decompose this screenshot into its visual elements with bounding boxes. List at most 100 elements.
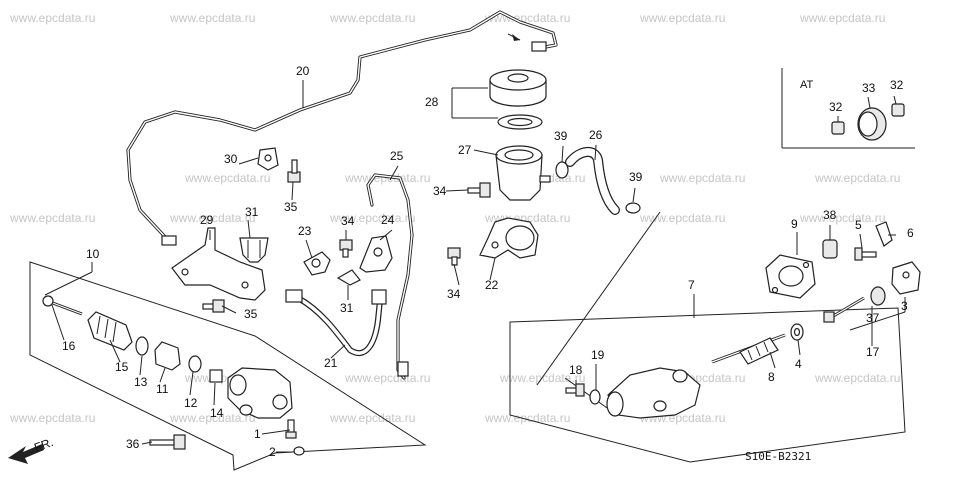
watermark-24: www.epcdata.ru (329, 411, 415, 425)
leader-line-40 (797, 339, 801, 356)
leader-line-4 (139, 355, 143, 376)
watermark-layer: www.epcdata.ru www.epcdata.ru www.epcdata.… (9, 11, 900, 425)
callout-34-35: 34 (433, 184, 447, 198)
callout-14-13: 14 (210, 406, 224, 420)
callout-2-1: 2 (269, 445, 276, 459)
watermark-16: www.epcdata.ru (799, 211, 885, 225)
callout-18-17: 18 (569, 363, 583, 377)
watermark-10: www.epcdata.ru (814, 171, 900, 185)
ring-13 (135, 336, 149, 356)
callout-25-24: 25 (390, 149, 404, 163)
watermark-6: www.epcdata.ru (184, 171, 270, 185)
clip-31-upper (239, 237, 269, 263)
leader-line-36 (859, 233, 863, 249)
leader-line-21 (379, 229, 393, 241)
watermark-5: www.epcdata.ru (799, 11, 885, 25)
at-inset-outline (781, 68, 915, 149)
watermark-25: www.epcdata.ru (484, 411, 570, 425)
callout-19-18: 19 (591, 348, 605, 362)
bracket-3 (891, 261, 921, 295)
callout-35-38: 35 (284, 200, 298, 214)
reservoir-cap-28 (489, 69, 547, 107)
push-rod-16 (42, 295, 83, 316)
leader-line-29 (291, 181, 294, 201)
watermark-21: www.epcdata.ru (814, 371, 900, 385)
slave-inner-leader (564, 377, 611, 411)
at-cover-33 (857, 107, 887, 141)
callout-5-4: 5 (855, 218, 862, 232)
leader-line-6 (189, 371, 194, 396)
leader-line-33 (632, 187, 636, 203)
diagram-code: S10E-B2321 (745, 450, 811, 463)
callout-32-33: 32 (890, 78, 904, 92)
leader-line-22 (305, 239, 313, 259)
leader-line-30 (221, 305, 237, 314)
leader-line-32 (561, 145, 564, 163)
leader-line-19 (489, 257, 496, 281)
leader-line-18 (445, 189, 469, 192)
callout-1-0: 1 (254, 427, 261, 441)
callout-34-37: 34 (447, 287, 461, 301)
callout-38-42: 38 (823, 208, 837, 222)
watermark-4: www.epcdata.ru (639, 11, 725, 25)
callout-20-19: 20 (296, 64, 310, 78)
leader-line-39 (769, 351, 776, 369)
callout-31-30: 31 (245, 205, 259, 219)
callout-4-3: 4 (795, 357, 802, 371)
reservoir-to-slave-leader (536, 211, 661, 386)
hose-clamp-39-upper (555, 161, 569, 179)
leader-line-3 (109, 339, 121, 363)
bolt-34-reservoir (467, 182, 491, 198)
bolt-35-upper (287, 159, 301, 183)
bushing-37 (870, 286, 886, 306)
gasket-9 (765, 254, 816, 299)
callout-37-41: 37 (866, 311, 880, 325)
at-bolt-32-left (831, 121, 845, 135)
bolt-34-lower (447, 247, 461, 266)
callout-15-14: 15 (115, 360, 129, 374)
leader-line-7 (213, 382, 216, 406)
clutch-pipe (126, 10, 558, 246)
callout-17-16: 17 (866, 345, 880, 359)
watermark-22: www.epcdata.ru (9, 411, 95, 425)
pipe-end-fitting (397, 361, 409, 377)
callout-28-27: 28 (425, 95, 439, 109)
leader-line-20 (389, 165, 399, 181)
master-cylinder-body (227, 367, 293, 419)
bolt-17 (823, 296, 865, 323)
watermark-0: www.epcdata.ru (9, 11, 95, 25)
reservoir-hose-26 (565, 147, 620, 215)
leader-line-27 (238, 157, 259, 165)
master-cylinder-region-outline (29, 261, 427, 471)
watermark-13: www.epcdata.ru (329, 211, 415, 225)
bolt-34-middle (339, 239, 353, 258)
reservoir-bracket-22 (479, 217, 539, 259)
watermark-23: www.epcdata.ru (169, 411, 255, 425)
watermark-2: www.epcdata.ru (329, 11, 415, 25)
clamp-30 (257, 147, 279, 171)
bleeder-screw-1 (285, 419, 297, 439)
callout-29-28: 29 (200, 213, 214, 227)
watermark-15: www.epcdata.ru (639, 211, 725, 225)
leader-line-8 (261, 429, 291, 435)
callout-12-11: 12 (184, 396, 198, 410)
callout-33-34: 33 (862, 81, 876, 95)
callout-6-5: 6 (907, 226, 914, 240)
leader-line-26 (247, 219, 251, 239)
bolt-5 (854, 247, 877, 261)
callout-31-31: 31 (340, 301, 354, 315)
at-bolt-32-right (891, 103, 905, 117)
watermark-1: www.epcdata.ru (169, 11, 255, 25)
leader-line-12 (330, 344, 346, 359)
callout-16-15: 16 (62, 339, 76, 353)
callout-3-2: 3 (901, 299, 908, 313)
callout-7-6: 7 (688, 278, 695, 292)
callout-8-7: 8 (768, 370, 775, 384)
pipe-fitting-upper (531, 41, 547, 52)
bleeder-cap-2 (293, 446, 305, 456)
front-direction-label: FR. (32, 435, 55, 455)
watermark-11: www.epcdata.ru (9, 211, 95, 225)
